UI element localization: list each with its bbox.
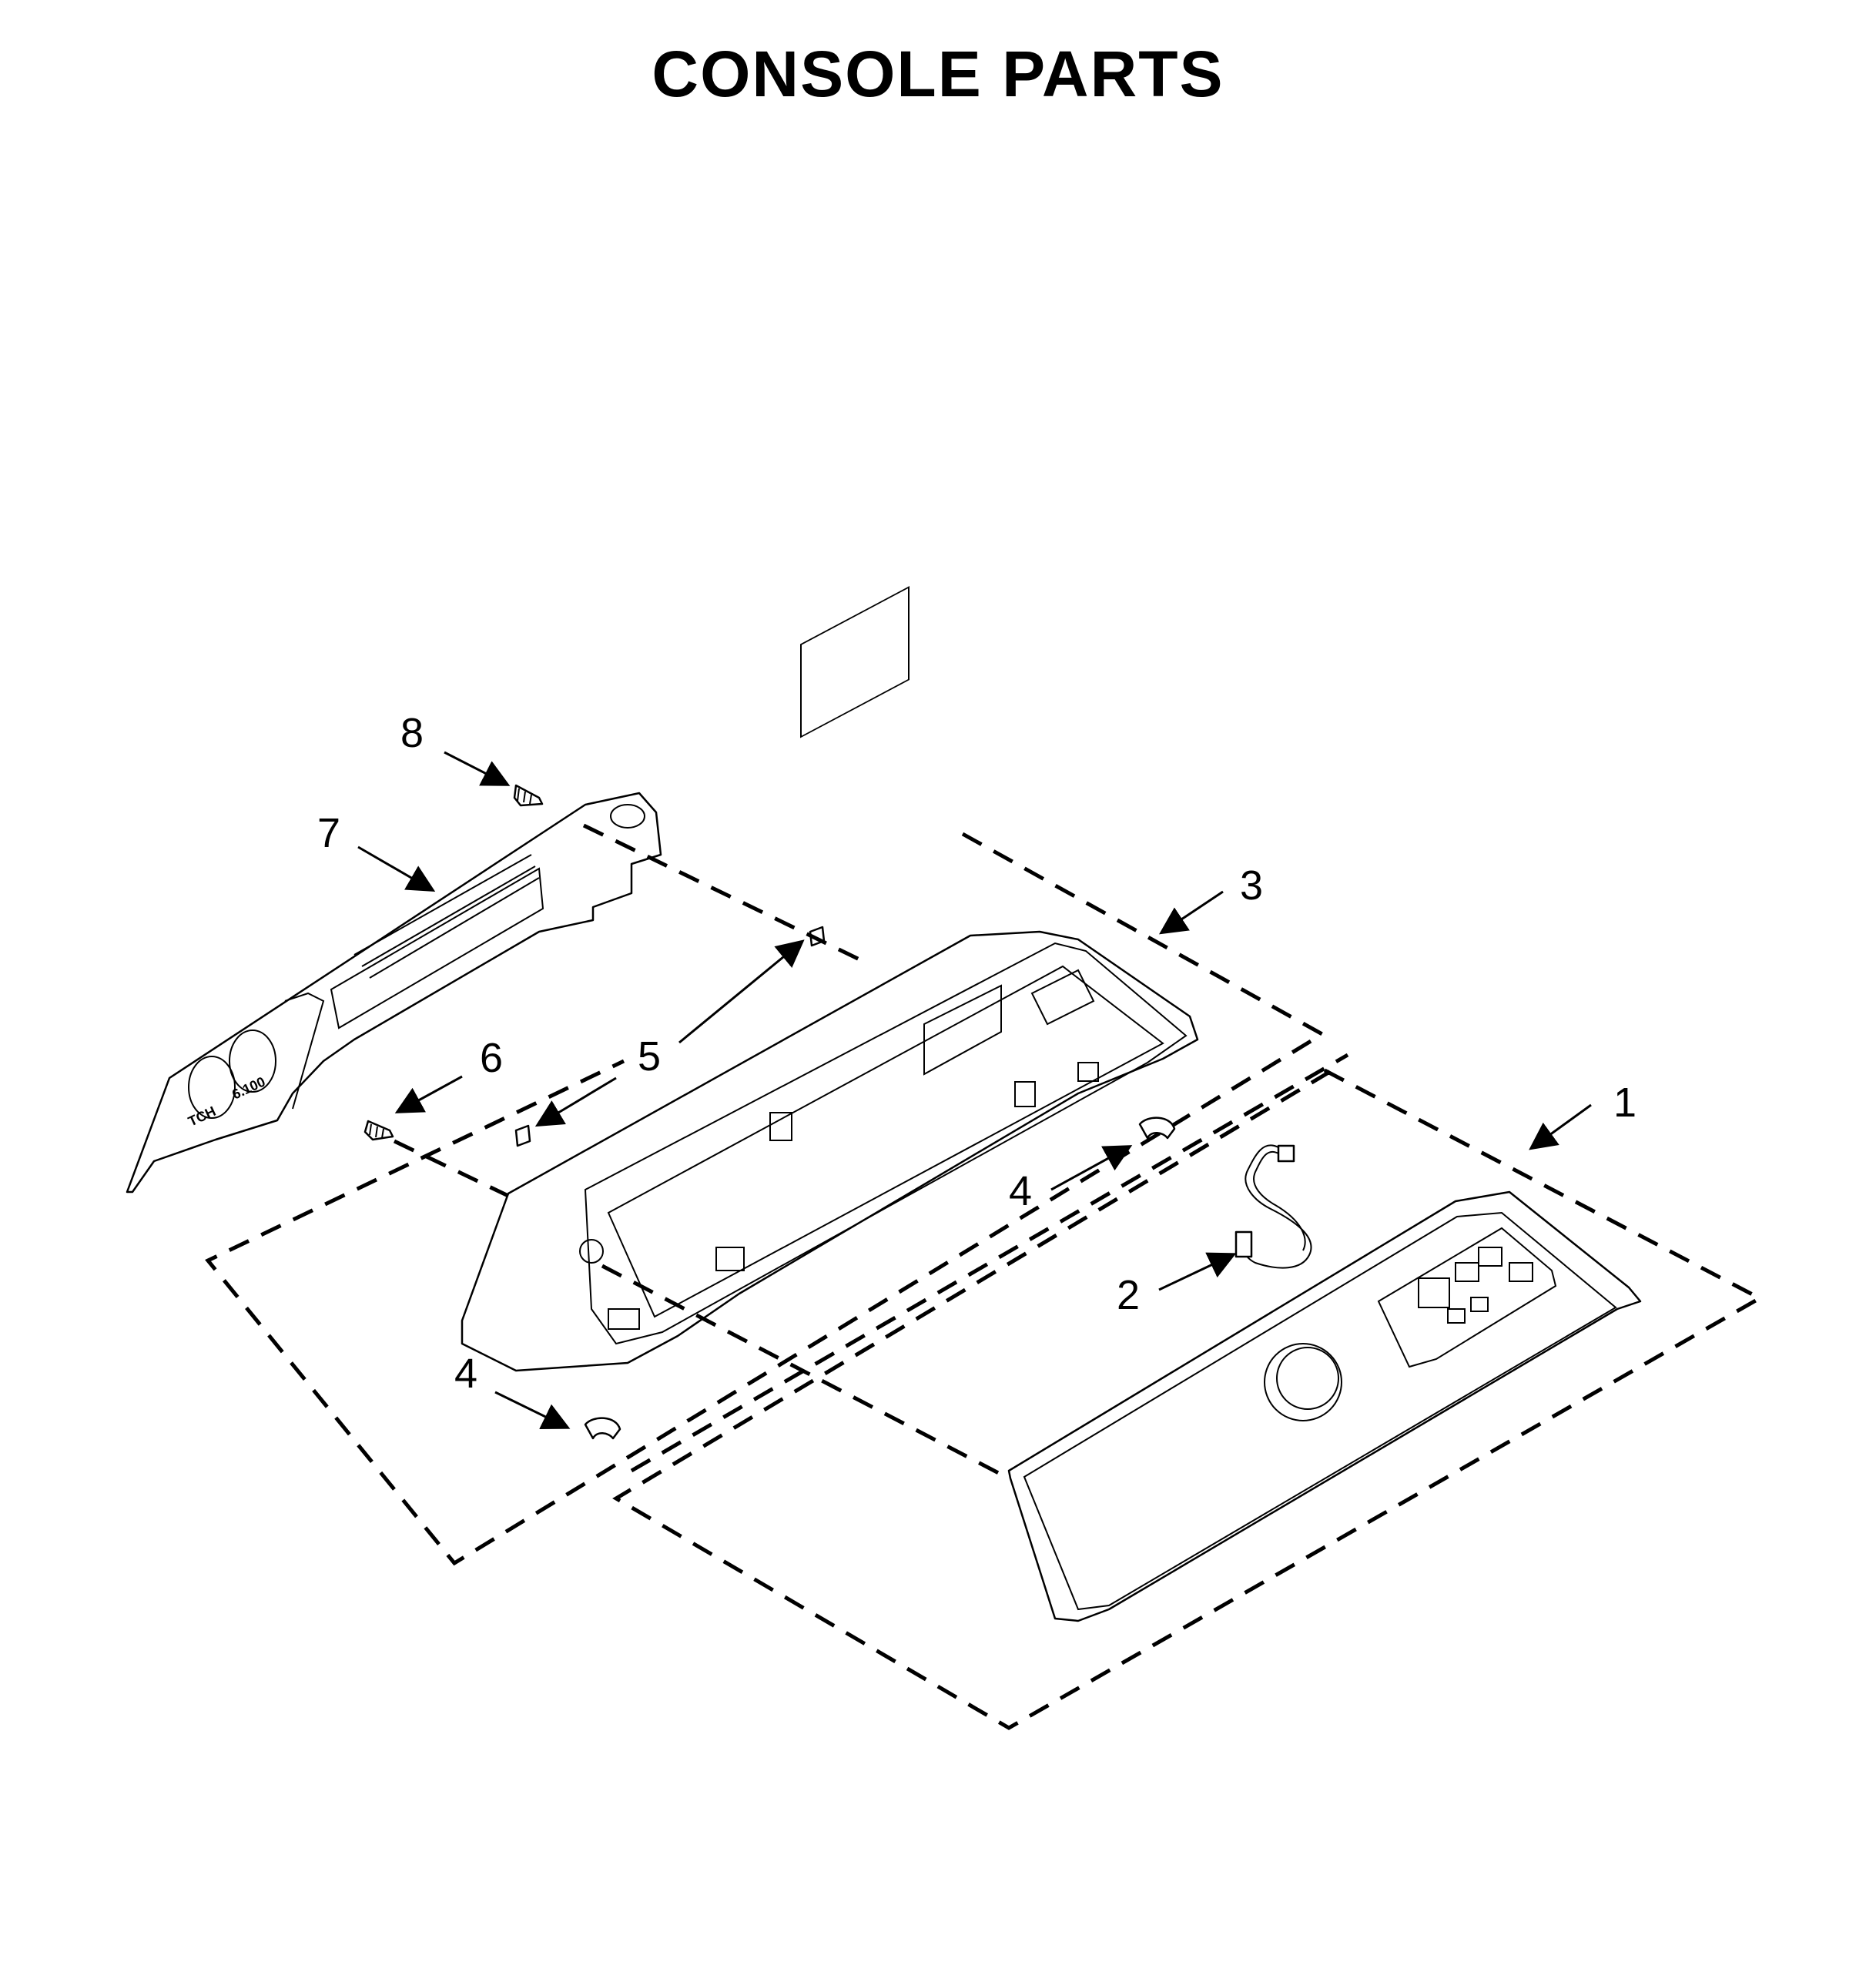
- leader-line-2: [1158, 1252, 1237, 1291]
- leader-line-5a: [678, 939, 805, 1044]
- callout-1: 1: [1613, 1080, 1636, 1126]
- callout-6: 6: [480, 1035, 503, 1081]
- leader-line-3: [1159, 890, 1224, 935]
- screw-part-6: [363, 1120, 394, 1141]
- callout-2: 2: [1117, 1272, 1140, 1318]
- assembly-outline-console: [205, 832, 1326, 1566]
- diagram-title: CONSOLE PARTS: [652, 38, 1224, 110]
- wire-clip-part-4b: [584, 1417, 621, 1440]
- leader-line-7: [357, 845, 436, 892]
- callout-3: 3: [1240, 862, 1263, 909]
- callout-4b: 4: [454, 1351, 477, 1397]
- assembly-outline-inner: [630, 1053, 1349, 1473]
- callout-5: 5: [638, 1033, 661, 1080]
- leader-line-4b: [494, 1391, 571, 1429]
- leader-line-5b: [534, 1076, 617, 1127]
- leader-line-1: [1529, 1103, 1592, 1150]
- assembly-outline-control-panel: [612, 1068, 1764, 1730]
- clip-part-5b: [514, 1124, 531, 1147]
- console-housing-part: [461, 586, 1199, 1372]
- screw-part-8: [513, 784, 544, 807]
- wire-harness-part: [1234, 1144, 1312, 1269]
- callout-8: 8: [400, 710, 424, 756]
- wire-clip-part-4a: [1138, 1117, 1176, 1140]
- alignment-line-control-panel: [601, 1264, 1010, 1481]
- control-panel-part: [1007, 1190, 1642, 1622]
- rear-panel-part: TCH 6.100: [126, 792, 662, 1194]
- leader-line-4a: [1050, 1145, 1133, 1191]
- alignment-line-screw-8: [582, 823, 863, 963]
- callout-7: 7: [317, 810, 340, 856]
- leader-line-6: [394, 1075, 463, 1113]
- callout-4a: 4: [1009, 1168, 1032, 1214]
- alignment-line-screw-6: [393, 1139, 510, 1198]
- leader-line-8: [444, 751, 511, 786]
